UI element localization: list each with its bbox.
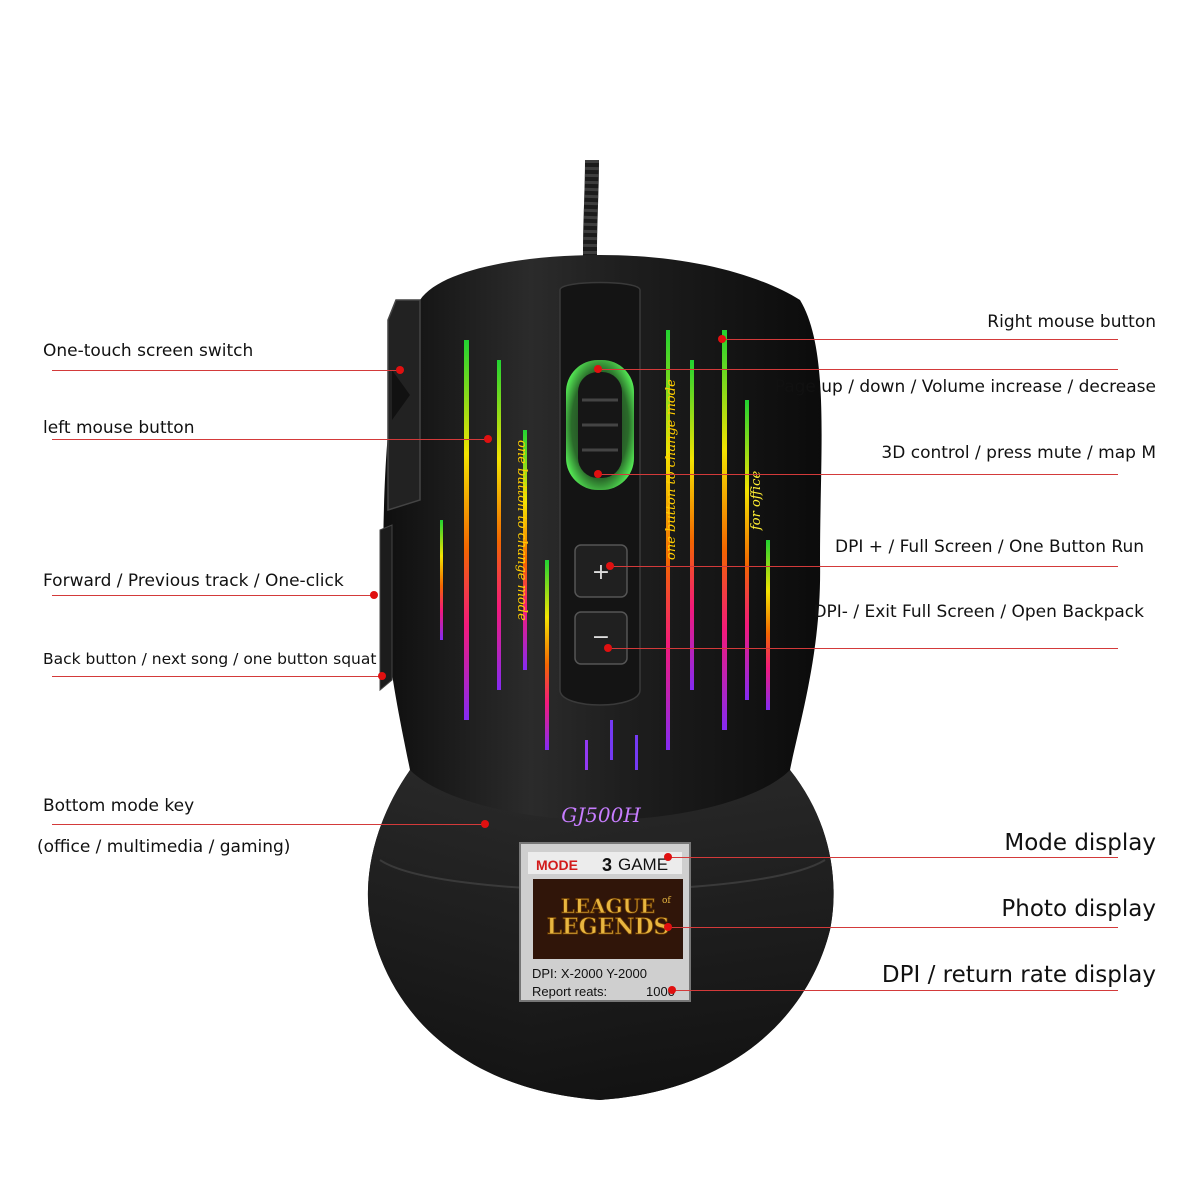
- callout-dot: [664, 923, 672, 931]
- callout-bottom-mode-key-detail: (office / multimedia / gaming): [37, 837, 291, 857]
- callout-forward-button: Forward / Previous track / One-click: [43, 571, 344, 591]
- callout-line: [668, 857, 1118, 858]
- callout-one-touch-screen-switch: One-touch screen switch: [43, 341, 254, 361]
- callout-line: [52, 676, 382, 677]
- callout-left-mouse-button: left mouse button: [43, 418, 195, 438]
- svg-text:LEAGUE: LEAGUE: [561, 894, 656, 918]
- callout-dot: [370, 591, 378, 599]
- svg-text:MODE: MODE: [536, 857, 578, 873]
- callout-dot: [594, 470, 602, 478]
- callout-line: [52, 595, 374, 596]
- rgb-light-streaks: [440, 330, 770, 770]
- svg-text:LEGENDS: LEGENDS: [547, 914, 670, 940]
- model-mark: GJ500H: [561, 803, 641, 827]
- callout-dot: [378, 672, 386, 680]
- side-text-office: for office: [749, 471, 764, 531]
- dpi-minus-button: [574, 611, 628, 665]
- side-button-top: [387, 299, 421, 512]
- callout-dot: [718, 335, 726, 343]
- callout-line: [672, 990, 1118, 991]
- svg-text:Report reats:: Report reats:: [532, 984, 607, 999]
- callout-line: [598, 474, 1118, 475]
- callout-line: [722, 339, 1118, 340]
- svg-text:GAME: GAME: [618, 855, 668, 874]
- callout-line: [608, 648, 1118, 649]
- callout-dpi-return-rate-display: DPI / return rate display: [881, 962, 1156, 988]
- callout-dot: [606, 562, 614, 570]
- callout-dot: [396, 366, 404, 374]
- svg-text:+: +: [592, 560, 610, 585]
- callout-dpi-minus: DPI- / Exit Full Screen / Open Backpack: [813, 602, 1144, 622]
- callout-3d-control: 3D control / press mute / map M: [881, 443, 1156, 463]
- callout-line: [598, 369, 1118, 370]
- callout-dot: [668, 986, 676, 994]
- svg-text:−: −: [592, 625, 610, 650]
- callout-line: [52, 824, 485, 825]
- callout-line: [52, 370, 400, 371]
- svg-text:DPI: X-2000 Y-2000: DPI: X-2000 Y-2000: [532, 966, 647, 981]
- callout-right-mouse-button: Right mouse button: [987, 312, 1156, 332]
- callout-photo-display: Photo display: [1001, 896, 1156, 922]
- callout-dot: [594, 365, 602, 373]
- callout-line: [610, 566, 1118, 567]
- side-text-left: one button to change mode: [514, 440, 529, 621]
- callout-dot: [484, 435, 492, 443]
- svg-text:1000: 1000: [646, 984, 675, 999]
- callout-dot: [481, 820, 489, 828]
- dpi-plus-button: [574, 544, 628, 598]
- side-text-right: one button to change mode: [664, 379, 679, 560]
- callout-page-up-down: Page up / down / Volume increase / decre…: [774, 377, 1156, 397]
- svg-text:3: 3: [602, 855, 612, 875]
- side-button-forward: [379, 524, 393, 692]
- callout-dot: [604, 644, 612, 652]
- callout-line: [52, 439, 488, 440]
- svg-text:of: of: [662, 896, 671, 906]
- callout-mode-display: Mode display: [1004, 830, 1156, 856]
- callout-dpi-plus: DPI + / Full Screen / One Button Run: [835, 537, 1144, 557]
- callout-back-button: Back button / next song / one button squ…: [43, 650, 377, 668]
- lcd-panel: MODE 3 GAME LEAGUE of LEGENDS DPI: X-200…: [519, 842, 691, 1002]
- callout-bottom-mode-key: Bottom mode key: [43, 796, 195, 816]
- callout-line: [668, 927, 1118, 928]
- callout-dot: [664, 853, 672, 861]
